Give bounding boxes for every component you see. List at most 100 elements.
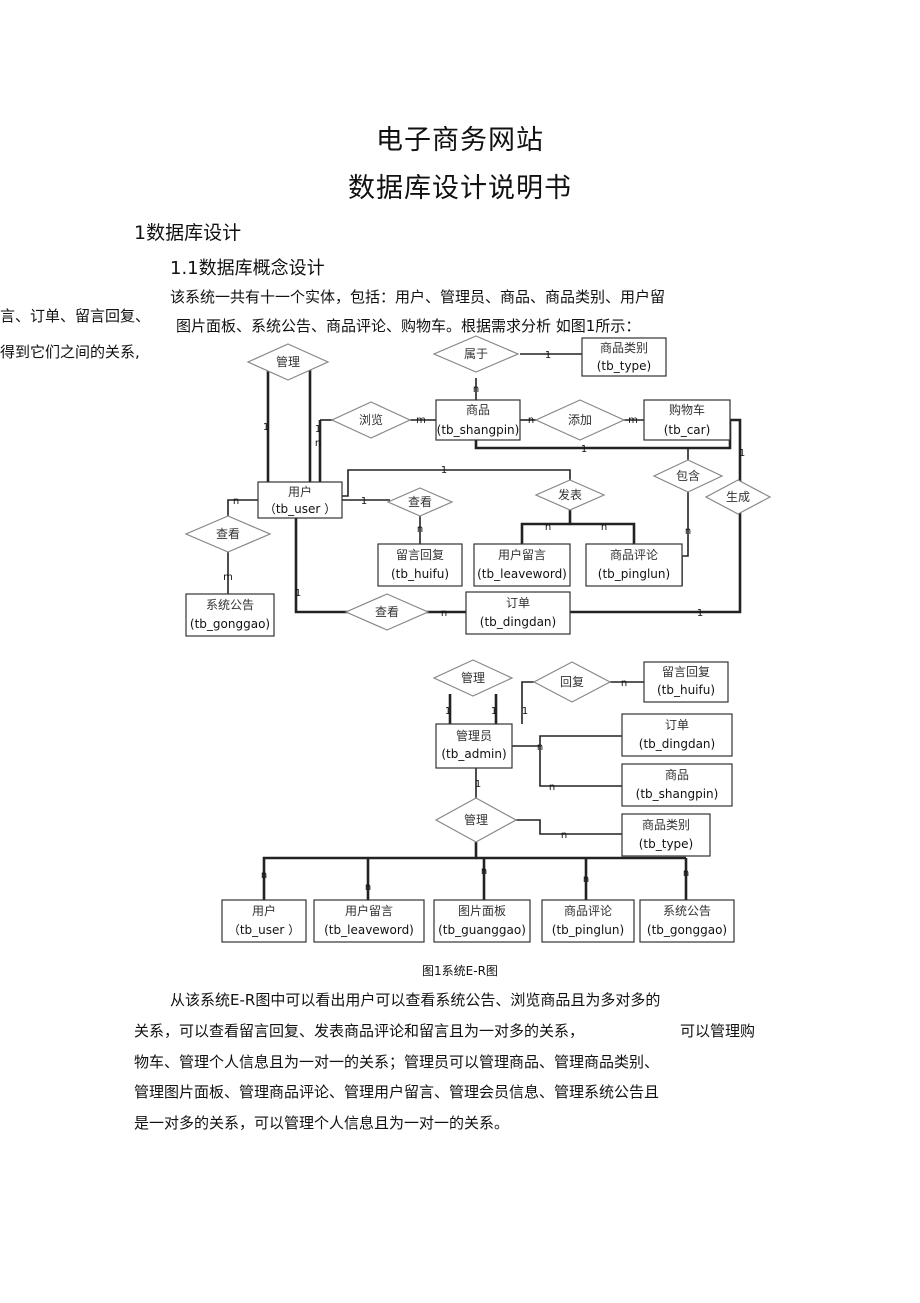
- svg-text:1: 1: [475, 779, 481, 790]
- entity-pinglun: 商品评论 (tb_pinglun): [585, 543, 683, 587]
- svg-text:(tb_pinglun): (tb_pinglun): [598, 567, 670, 581]
- svg-text:n: n: [528, 415, 534, 426]
- entity2-user: 用户 （tb_user ）: [221, 899, 307, 943]
- intro-line-2b: 图片面板、系统公告、商品评论、购物车。根据需求分析 如图1所示：: [176, 317, 641, 335]
- svg-text:(tb_car): (tb_car): [664, 423, 711, 437]
- svg-text:订单: 订单: [665, 718, 689, 732]
- svg-text:商品: 商品: [665, 767, 689, 782]
- svg-text:m: m: [628, 415, 638, 426]
- svg-text:n: n: [621, 678, 627, 689]
- entity-dingdan: 订单 (tb_dingdan): [465, 591, 571, 635]
- entity2-gonggao: 系统公告 (tb_gonggao): [639, 899, 735, 943]
- svg-text:商品: 商品: [466, 402, 490, 417]
- relation-browse: 浏览: [330, 401, 412, 439]
- entity2-huifu: 留言回复 (tb_huifu): [643, 661, 729, 703]
- relation-view-order: 查看: [344, 593, 430, 631]
- document-subtitle: 数据库设计说明书: [348, 173, 572, 204]
- entity2-dingdan: 订单 (tb_dingdan): [621, 713, 733, 757]
- svg-text:用户: 用户: [252, 903, 276, 918]
- relation-admin-manage: 管理: [434, 797, 518, 843]
- svg-text:发表: 发表: [558, 487, 582, 502]
- svg-text:回复: 回复: [560, 675, 584, 689]
- svg-text:(tb_guanggao): (tb_guanggao): [438, 923, 526, 937]
- svg-text:n: n: [685, 526, 691, 537]
- relation-view-reply: 查看: [386, 487, 454, 517]
- relation-manage-user: 管理: [246, 343, 330, 381]
- svg-text:用户留言: 用户留言: [498, 547, 546, 562]
- svg-text:n: n: [481, 866, 487, 877]
- svg-text:(tb_gonggao): (tb_gonggao): [190, 617, 270, 631]
- document-title: 电子商务网站: [376, 125, 544, 156]
- svg-text:1: 1: [263, 422, 269, 433]
- svg-text:n: n: [537, 742, 543, 753]
- diagram2-cardinalities: 1 1 1 n n n 1 n n n n n n: [261, 678, 689, 893]
- body-line-3: 物车、管理个人信息且为一对一的关系；管理员可以管理商品、管理商品类别、: [134, 1053, 660, 1071]
- svg-text:m: m: [416, 415, 426, 426]
- entity-huifu: 留言回复 (tb_huifu): [377, 543, 463, 587]
- svg-text:1: 1: [295, 588, 301, 599]
- svg-text:1: 1: [441, 465, 447, 476]
- subsection-heading: 1.1数据库概念设计: [170, 258, 325, 279]
- svg-text:商品评论: 商品评论: [610, 547, 658, 562]
- svg-text:管理: 管理: [276, 354, 300, 369]
- svg-text:属于: 属于: [464, 347, 488, 361]
- svg-text:n: n: [473, 384, 479, 395]
- svg-text:(tb_huifu): (tb_huifu): [391, 567, 449, 581]
- svg-text:(tb_type): (tb_type): [639, 837, 694, 851]
- svg-text:n: n: [583, 874, 589, 885]
- svg-text:(tb_gonggao): (tb_gonggao): [647, 923, 727, 937]
- svg-text:图片面板: 图片面板: [458, 904, 506, 918]
- entity2-guanggao: 图片面板 (tb_guanggao): [433, 899, 531, 943]
- figure-caption: 图1系统E-R图: [422, 964, 498, 978]
- entity-gonggao: 系统公告 (tb_gonggao): [185, 593, 275, 637]
- relation-belong: 属于: [432, 335, 520, 373]
- entity-shangpin: 商品 (tb_shangpin): [435, 399, 521, 441]
- svg-text:包含: 包含: [676, 468, 700, 483]
- intro-line-2a: 言、订单、留言回复、: [0, 307, 151, 325]
- svg-text:商品类别: 商品类别: [600, 340, 648, 355]
- relation-admin-manage-self: 管理: [432, 659, 514, 697]
- entity-car: 购物车 (tb_car): [643, 399, 731, 441]
- svg-text:n: n: [549, 782, 555, 793]
- svg-text:留言回复: 留言回复: [662, 665, 710, 679]
- svg-text:(tb_huifu): (tb_huifu): [657, 683, 715, 697]
- body-line-5: 是一对多的关系，可以管理个人信息且为一对一的关系。: [134, 1114, 510, 1132]
- svg-text:1: 1: [581, 444, 587, 455]
- relation-generate: 生成: [704, 479, 772, 515]
- svg-text:1: 1: [445, 706, 451, 717]
- svg-text:m: m: [223, 572, 233, 583]
- svg-text:n: n: [545, 522, 551, 533]
- body-line-2a: 关系，可以查看留言回复、发表商品评论和留言且为一对多的关系，: [134, 1022, 585, 1040]
- entity-leaveword: 用户留言 (tb_leaveword): [473, 543, 571, 587]
- entity-type: 商品类别 (tb_type): [581, 337, 667, 377]
- svg-text:1: 1: [545, 350, 551, 361]
- entity2-leaveword: 用户留言 (tb_leaveword): [313, 899, 425, 943]
- svg-text:(tb_shangpin): (tb_shangpin): [437, 423, 520, 437]
- svg-text:n: n: [561, 830, 567, 841]
- svg-text:1: 1: [739, 448, 745, 459]
- svg-text:商品类别: 商品类别: [642, 817, 690, 832]
- svg-text:用户: 用户: [288, 484, 312, 499]
- entity-user: 用户 （tb_user ）: [257, 481, 343, 519]
- svg-text:(tb_leaveword): (tb_leaveword): [477, 567, 567, 581]
- svg-text:n: n: [261, 870, 267, 881]
- intro-line-3: 得到它们之间的关系,: [0, 343, 140, 361]
- svg-text:1: 1: [315, 424, 321, 435]
- svg-text:购物车: 购物车: [669, 402, 705, 417]
- svg-text:（tb_user ）: （tb_user ）: [264, 502, 336, 516]
- svg-text:系统公告: 系统公告: [663, 904, 711, 918]
- svg-text:(tb_admin): (tb_admin): [441, 747, 506, 761]
- svg-text:管理: 管理: [464, 812, 488, 827]
- entity2-pinglun: 商品评论 (tb_pinglun): [541, 899, 635, 943]
- svg-text:留言回复: 留言回复: [396, 548, 444, 562]
- svg-text:n: n: [315, 438, 321, 449]
- svg-text:n: n: [601, 522, 607, 533]
- svg-text:浏览: 浏览: [359, 412, 383, 427]
- relation-contain: 包含: [652, 459, 724, 493]
- svg-text:n: n: [365, 882, 371, 893]
- diagram2-lines: [262, 681, 688, 900]
- diagram1-cardinalities: 1 1 n 1 n m n m 1 1 1 1 n n n n n m 1 n …: [223, 350, 745, 619]
- svg-text:生成: 生成: [726, 490, 750, 504]
- relation-add: 添加: [534, 399, 626, 441]
